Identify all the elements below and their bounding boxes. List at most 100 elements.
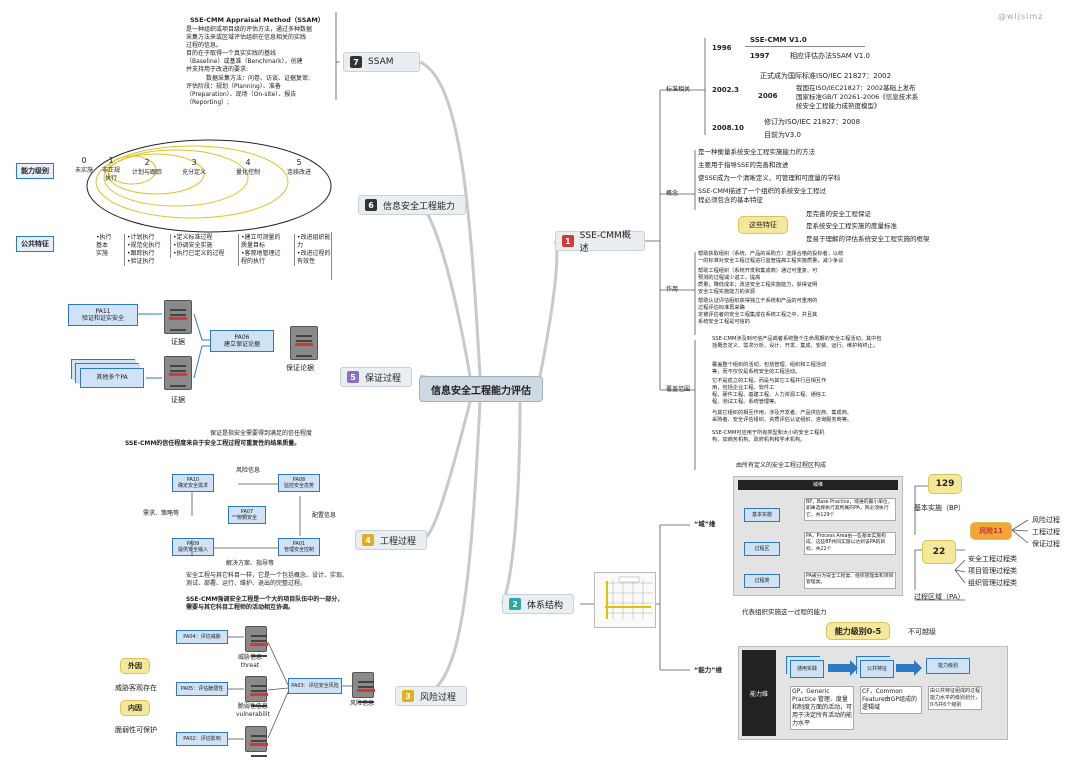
branch-number: 6 (365, 199, 377, 211)
base-practice-box: 基本实施 (744, 508, 780, 522)
branch-engineering[interactable]: 4 工程过程 (355, 530, 427, 550)
year: 1997 (750, 52, 770, 60)
evidence-label: 证据 (171, 396, 185, 404)
concept-label: 概念 (666, 190, 679, 197)
eng-note: 安全工程与其它科目一样，它是一个包括概念、设计、实现、测试、部署、运行、维护、退… (186, 572, 349, 588)
pa07-box: PA07 协调安全 (228, 506, 266, 524)
risk-info: 风险信息 (350, 700, 375, 707)
use-item: 帮助获取组织（系统、产品的采购方）选择合格的投标者，以统 一的标准对安全工程过程… (698, 251, 844, 265)
level-text: 充分定义 (182, 168, 207, 176)
year: 1996 (712, 44, 732, 52)
level-text: 由公共特征组成的过程能力水平的级别划分，0-5共6个级别 (928, 686, 982, 711)
capability-arrows (828, 660, 922, 676)
branch-assurance[interactable]: 5 保证过程 (340, 367, 412, 387)
process-area-box: 过程区 (744, 542, 780, 556)
branch-label: 保证过程 (365, 373, 402, 384)
std-item: 修订为ISO/IEC 21827：2008 (764, 118, 861, 126)
capability-header: 能力维 (742, 650, 776, 736)
ssam-line: 目的在于取得一个真实实践的基线 (186, 50, 277, 58)
document-icon (245, 676, 268, 702)
scope-label: 覆盖范围 (666, 386, 691, 393)
pa-label: 过程区域（PA） (914, 593, 965, 601)
assurance-note: 保证是指安全需要得到满足的信任程度 (210, 430, 313, 437)
level-text: 未实施 (75, 166, 94, 174)
risk-arrows (228, 636, 352, 740)
risk-proc: 保证过程 (1032, 540, 1060, 548)
bp-label: 基本实施（BP） (914, 504, 966, 512)
ssam-line: 数据采集方法：问卷、访谈、证据复审; (206, 74, 311, 82)
document-icon (245, 726, 268, 752)
level-number: 0 (81, 156, 87, 165)
year: 2006 (758, 92, 778, 100)
ssam-line: 并支持用于改进的要求: (186, 66, 249, 74)
vuln-info: 脆弱性信息 vulnerabilit (236, 703, 270, 719)
assurance-arrows (138, 313, 210, 379)
branch-ssam[interactable]: 7 SSAM (343, 52, 420, 72)
pa-class: 项目管理过程类 (968, 567, 1017, 575)
document-icon (164, 356, 192, 390)
std-item: 目前为V3.0 (764, 131, 801, 139)
document-icon (245, 626, 268, 652)
feature-item: 是完善的安全工程保证 (806, 210, 871, 218)
branch-number: 3 (402, 690, 414, 702)
std-item: 正式成为国际标准ISO/IEC 21827：2002 (760, 72, 892, 80)
eng-solutions: 解决方案、指导等 (226, 560, 275, 567)
internal-cause-badge: 内因 (120, 700, 150, 716)
features-badge: 这些特征 (738, 216, 788, 234)
use-item: 帮助认证评估组织获得独立于系统和产品的可重用的 过程评估标准再来确 定被评估者的… (698, 298, 818, 326)
std-item: SSE-CMM V1.0 (750, 36, 807, 44)
domain-title: 由所有定义的安全工程过程区构成 (736, 462, 827, 469)
pa06-box: PA06 建立保证论据 (210, 330, 274, 352)
pa05-box: PA05：评估脆弱性 (176, 682, 228, 696)
central-topic[interactable]: 信息安全工程能力评估 (419, 376, 543, 402)
level-number: 4 (245, 158, 251, 167)
ssam-line: 过程的信息。 (186, 42, 223, 50)
std-item: 我国在ISO/IEC21827：2002基础上发布 国家标准GB/T 20261… (796, 84, 919, 110)
branch-label: SSAM (368, 57, 394, 67)
capability-levels-badge: 能力级别0-5 (826, 622, 890, 640)
pa10-box: PA10 确定安全需求 (172, 474, 214, 492)
bp-text: BP，Base Practice，域维的最小单位。如果选择执行其所属的PA，则必… (804, 498, 896, 522)
level-text: 非正规 执行 (101, 166, 120, 182)
feature-item: 是系统安全工程实施的度量标准 (806, 222, 897, 230)
concept-item: 主要用于指导SSE的完善和改进 (698, 161, 789, 169)
branch-capability[interactable]: 6 信息安全工程能力 (358, 195, 466, 215)
std-label: 标准相关 (666, 86, 691, 93)
ssam-line: （Baseline）或基准（Benchmark），创建 (186, 58, 303, 66)
std-item: 相应评估办法SSAM V1.0 (790, 52, 870, 60)
document-icon (164, 300, 192, 334)
eng-note: SSE-CMM强调安全工程是一个大的项目队伍中的一部分，需要与其它科目工程师的活… (186, 596, 344, 612)
assurance-note: SSE-CMM的信任程度来自于安全工程过程可重复性的结果质量。 (125, 440, 301, 447)
common-feature-table: •执行 基本 实施 •计划执行 •规范化执行 •跟踪执行 •验证执行 •定义标准… (92, 232, 332, 280)
threat-info: 威胁信息 threat (238, 654, 263, 670)
cf-col: •建立可测量的 质量目标 •客观地管理过 程的执行 (238, 234, 281, 267)
external-cause-badge: 外因 (120, 658, 150, 674)
process-class-box: 过程类 (744, 574, 780, 588)
concept-item: SSE-CMM描述了一个组织的系统安全工程过 程必须包含的基本特征 (698, 187, 826, 204)
gp-text: GP，Generic Practice 管理、度量和制度方面的活动，可用于决定所… (790, 686, 854, 731)
capability-dim-label: “能力”维 (694, 666, 723, 674)
class-text: PA被分为安全工程类、组织管理类和项目管理类。 (804, 572, 896, 589)
branch-architecture[interactable]: 2 体系结构 (502, 594, 574, 614)
feature-item: 是易于理解的评估系统安全工程实施的框架 (806, 235, 930, 243)
common-feature-box: 公共特征 (860, 660, 894, 678)
eng-config: 配置信息 (312, 512, 337, 519)
pa01-box: PA01 管理安全控制 (278, 538, 320, 556)
year: 2008.10 (712, 124, 744, 132)
branch-label: 体系结构 (527, 600, 564, 611)
level-text: 连续改进 (287, 168, 312, 176)
level-number: 1 (108, 156, 114, 165)
branch-number: 4 (362, 534, 374, 546)
year: 2002.3 (712, 86, 740, 94)
pa09-box: PA09 提供安全输入 (172, 538, 214, 556)
bp-count: 129 (928, 474, 962, 494)
ssam-line: （Preparation）、现场（On-site）、报告 (186, 90, 297, 98)
document-icon (352, 672, 375, 698)
capability-level-box: 能力级别 (926, 658, 970, 674)
branch-risk[interactable]: 3 风险过程 (395, 686, 467, 706)
branch-overview[interactable]: 1 SSE-CMM概述 (555, 231, 645, 254)
